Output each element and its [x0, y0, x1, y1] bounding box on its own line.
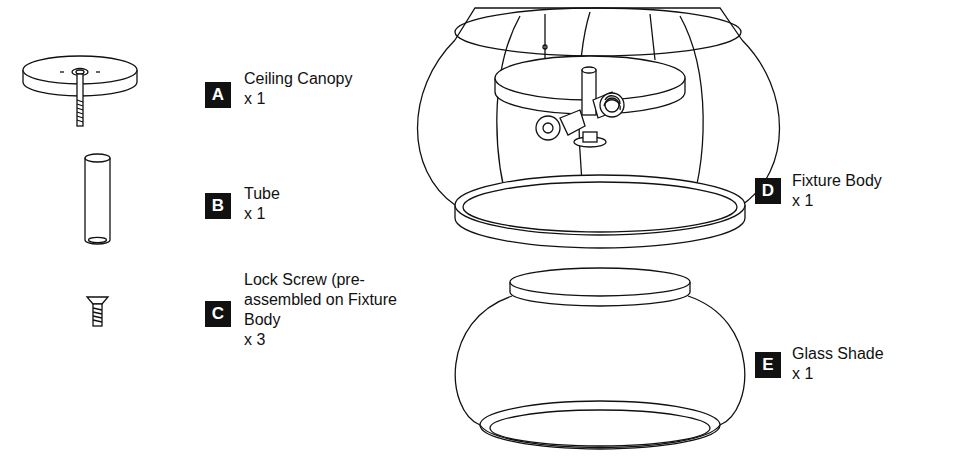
- part-letter: B: [212, 196, 224, 216]
- part-letter: E: [762, 355, 773, 375]
- part-letter-badge: B: [205, 193, 231, 219]
- part-label: Ceiling Canopy: [244, 69, 353, 89]
- part-label: x 1: [244, 89, 265, 109]
- part-label: Fixture Body: [792, 171, 882, 191]
- part-label: x 1: [244, 204, 265, 224]
- part-letter-badge: E: [755, 352, 781, 378]
- part-label: x 1: [792, 191, 813, 211]
- tube-drawing: [85, 154, 110, 244]
- part-letter-badge: D: [755, 178, 781, 204]
- part-letter-badge: A: [205, 82, 231, 108]
- glass-shade-drawing: [455, 268, 745, 449]
- part-letter-badge: C: [205, 301, 231, 327]
- part-letter: D: [762, 181, 774, 201]
- part-label: Tube: [244, 184, 280, 204]
- part-label: Glass Shade: [792, 344, 884, 364]
- part-letter: A: [212, 85, 224, 105]
- lock-screw-drawing: [87, 297, 108, 326]
- ceiling-canopy-drawing: [23, 56, 137, 126]
- part-letter: C: [212, 304, 224, 324]
- part-label: x 3: [244, 330, 265, 350]
- part-label: x 1: [792, 364, 813, 384]
- fixture-body-drawing: [418, 8, 780, 248]
- part-label: Lock Screw (pre-assembled on Fixture Bod…: [244, 270, 399, 330]
